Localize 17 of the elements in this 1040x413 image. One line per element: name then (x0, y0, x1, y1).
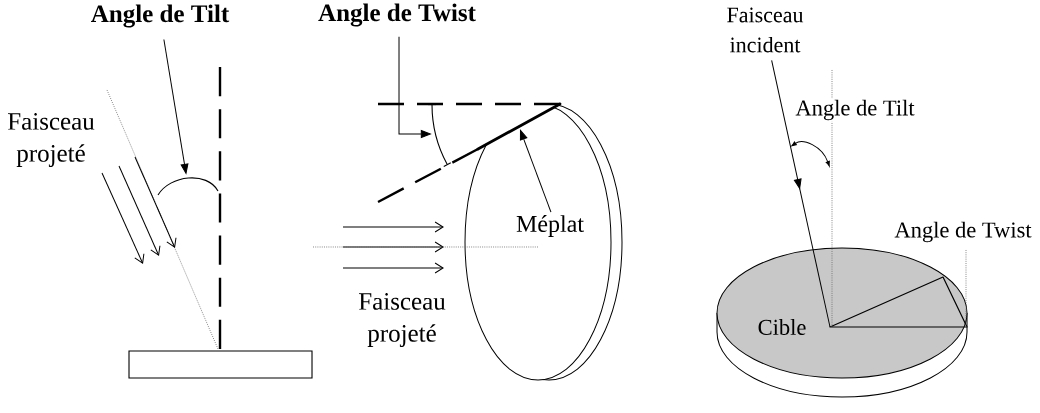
flat-label: Méplat (516, 215, 584, 237)
angle-label: Angle de Tilt (91, 4, 230, 28)
leader-arrow (519, 129, 552, 213)
angle-arc (157, 177, 219, 196)
target-plate (128, 350, 313, 379)
beam-arrow (771, 59, 831, 328)
target-disk: Cible (716, 247, 968, 398)
beam-label: Faisceau projeté (359, 293, 446, 347)
beam-label: Faisceau incident (727, 7, 804, 53)
angle-label: Angle de Tilt (793, 98, 917, 122)
leader-arrow (163, 38, 189, 174)
leader-arrow (398, 36, 431, 138)
beam-label: Faisceau projeté (8, 113, 95, 167)
angle-label: Angle de Twist (318, 3, 476, 27)
angle-label: Angle de Twist (894, 221, 1032, 243)
angle-arc (427, 104, 452, 168)
flat-edge (476, 102, 562, 151)
